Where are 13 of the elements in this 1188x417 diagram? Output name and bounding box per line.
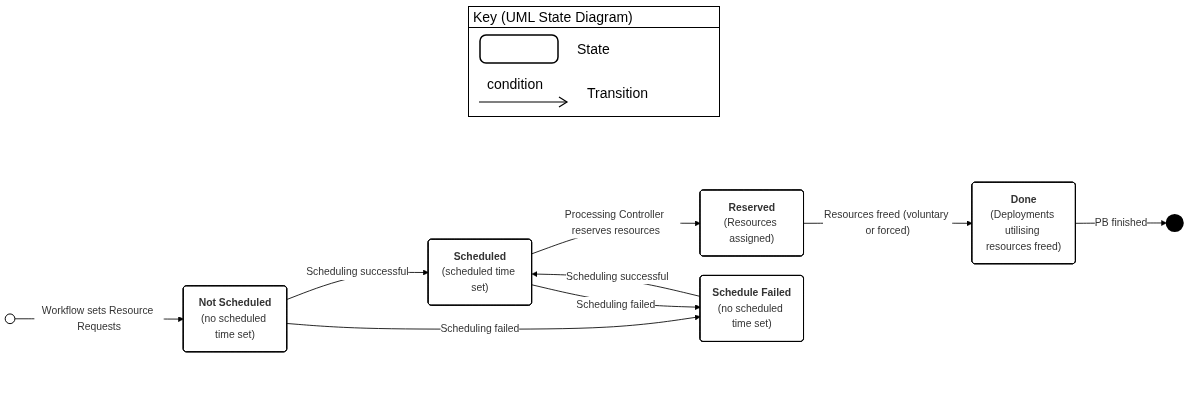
edge-label: Scheduling failed: [576, 298, 656, 310]
node-circle: [4, 313, 16, 325]
edge-label: PB finished: [1094, 217, 1148, 229]
legend-title: Key (UML State Diagram): [469, 7, 719, 28]
legend-text: Transition: [587, 85, 648, 101]
condition-label: condition: [487, 76, 544, 92]
edge-label: Scheduling successful: [566, 270, 669, 282]
edge-label: Scheduling failed: [440, 323, 520, 335]
edge-label: Workflow sets Resource Requests: [41, 305, 154, 332]
edge-label: Scheduling successful: [306, 266, 409, 278]
edge-label: Resources freed (voluntary or forced): [824, 209, 949, 236]
legend-text: State: [577, 41, 610, 57]
edge-label: Processing Controller reserves resources: [564, 209, 664, 236]
